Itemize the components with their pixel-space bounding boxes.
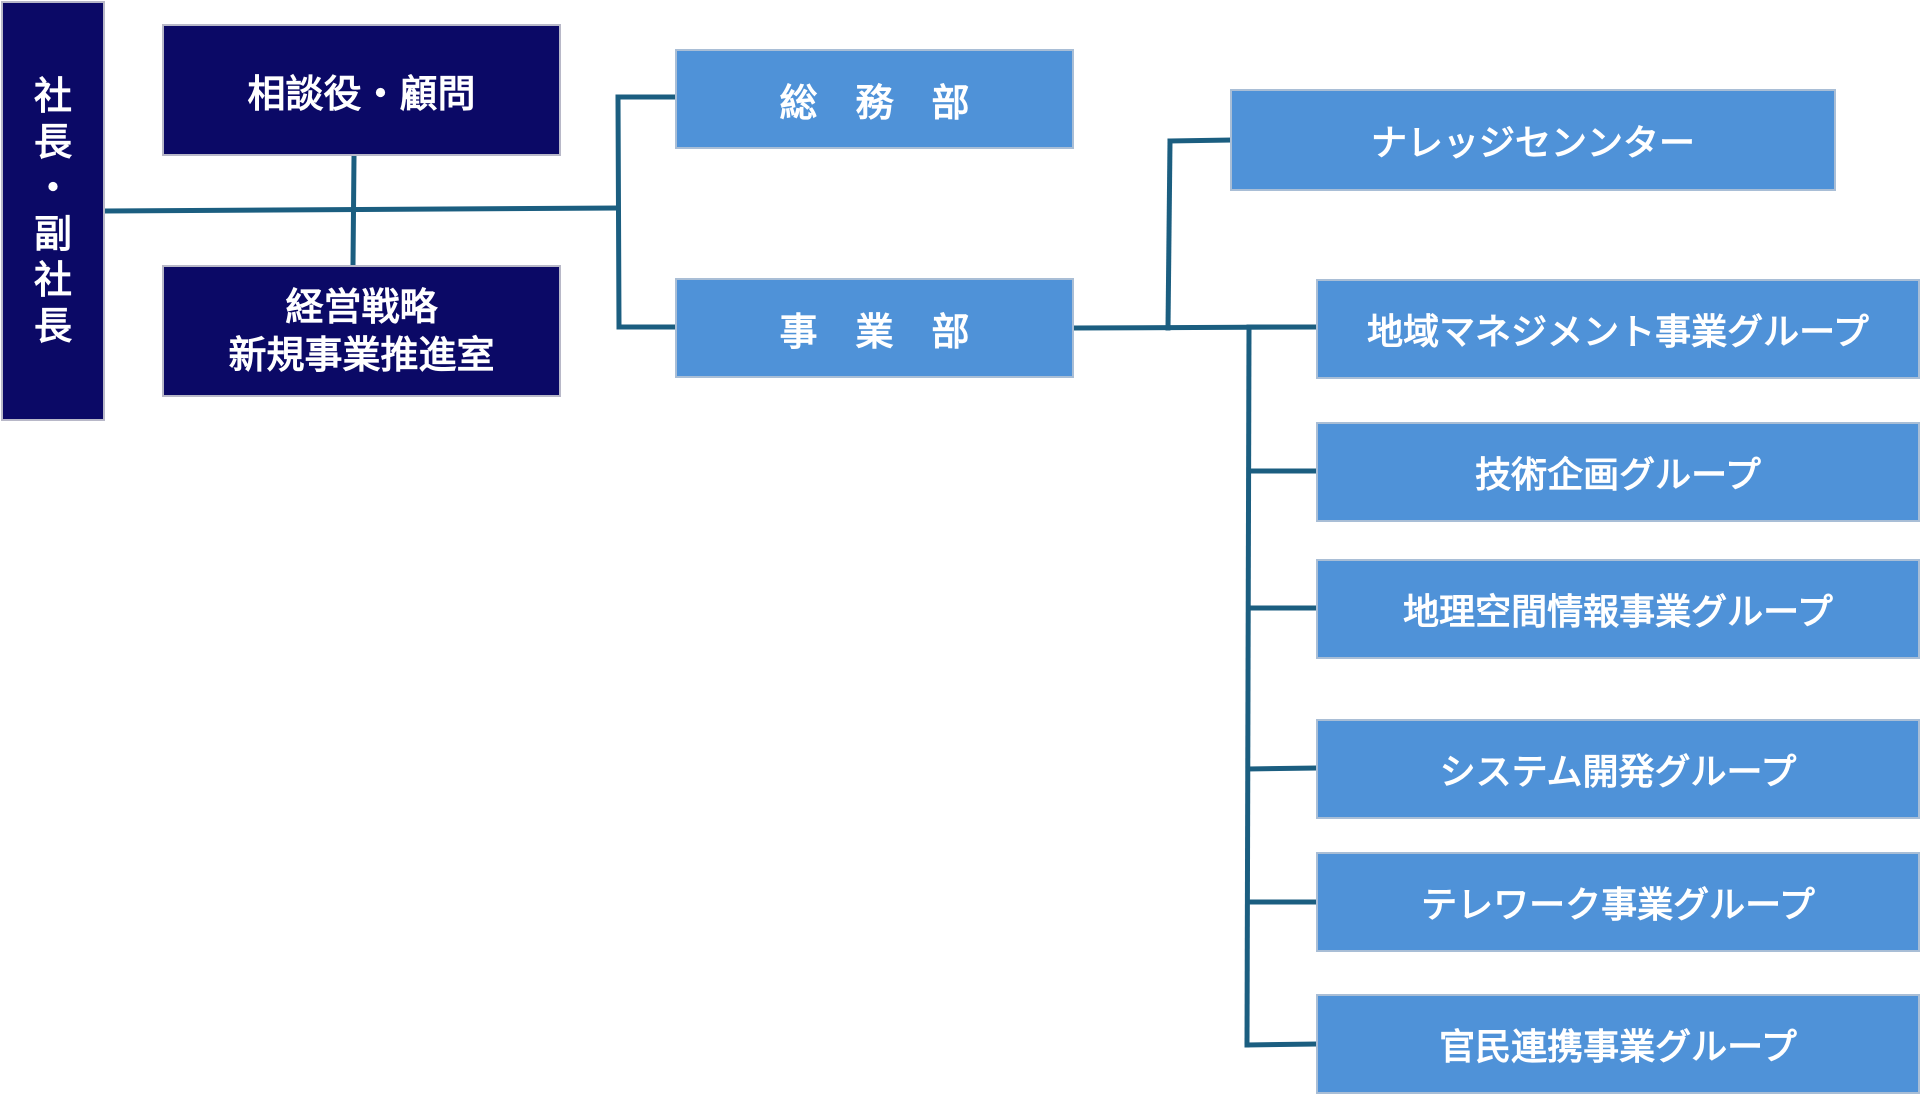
group-label: 地理空間情報事業グループ — [1403, 592, 1833, 633]
advisor-label: 相談役・顧問 — [247, 71, 476, 116]
connector-advisor-strategy — [350, 154, 357, 267]
business-dept-box: 事 業 部 — [675, 278, 1074, 378]
strategy-office-label: 経営戦略 新規事業推進室 — [228, 285, 495, 377]
connector-group-6 — [1244, 1041, 1318, 1048]
group-box-technical-planning: 技術企画グループ — [1316, 422, 1920, 522]
advisor-box: 相談役・顧問 — [162, 24, 561, 156]
connector-knowledge-horizontal — [1167, 137, 1233, 144]
knowledge-center-box: ナレッジセンンター — [1230, 89, 1836, 191]
group-box-system-development: システム開発グループ — [1316, 719, 1920, 819]
general-affairs-label: 総 務 部 — [779, 80, 970, 125]
connector-groups-vertical — [1244, 325, 1252, 1048]
connector-knowledge-vertical — [1165, 138, 1173, 331]
group-box-telework: テレワーク事業グループ — [1316, 852, 1920, 952]
group-label: 地域マネジメント事業グループ — [1367, 312, 1869, 353]
group-label: システム開発グループ — [1439, 752, 1797, 793]
group-label: 技術企画グループ — [1475, 455, 1761, 496]
connector-group-4 — [1245, 765, 1318, 772]
knowledge-center-label: ナレッジセンンター — [1370, 123, 1695, 164]
group-box-public-private: 官民連携事業グループ — [1316, 994, 1920, 1094]
business-dept-label: 事 業 部 — [779, 309, 970, 354]
group-box-regional-management: 地域マネジメント事業グループ — [1316, 279, 1920, 379]
group-label: 官民連携事業グループ — [1439, 1027, 1797, 1068]
group-label: テレワーク事業グループ — [1421, 885, 1815, 926]
connector-dept-vertical — [615, 94, 622, 330]
general-affairs-box: 総 務 部 — [675, 49, 1074, 149]
president-label: 社 長 ・ 副 社 長 — [33, 74, 72, 348]
strategy-office-box: 経営戦略 新規事業推進室 — [162, 265, 561, 397]
president-box: 社 長 ・ 副 社 長 — [1, 1, 105, 421]
group-box-geospatial: 地理空間情報事業グループ — [1316, 559, 1920, 659]
connector-president-trunk — [102, 205, 620, 214]
